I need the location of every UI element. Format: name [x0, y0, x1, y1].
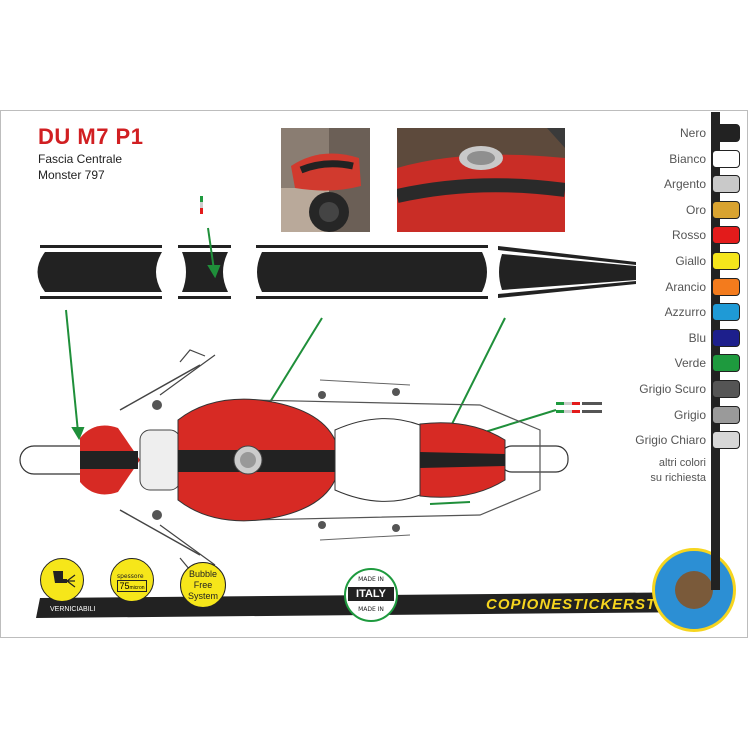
- photo-fuel-tank: [397, 128, 565, 232]
- color-swatch[interactable]: [712, 226, 740, 245]
- color-swatch[interactable]: [712, 328, 740, 347]
- palette-item[interactable]: Rosso: [672, 224, 740, 246]
- brand-logo: [652, 548, 736, 632]
- color-swatch[interactable]: [712, 431, 740, 450]
- decal-tank-center: [178, 245, 231, 299]
- palette-item[interactable]: Bianco: [669, 148, 740, 170]
- product-code: DU M7 P1: [38, 124, 144, 149]
- decal-tank-main: [256, 245, 488, 299]
- palette-item-label: Bianco: [669, 151, 706, 166]
- color-swatch[interactable]: [712, 277, 740, 296]
- palette-item-label: Nero: [679, 126, 706, 140]
- palette-item-label: Oro: [685, 202, 706, 217]
- bubble-line-2: Free: [193, 580, 213, 590]
- flag-decal-pair: [556, 402, 602, 413]
- more-colors-line-1: altri colori: [658, 457, 706, 469]
- palette-item-label: Grigio Scuro: [639, 382, 706, 396]
- color-swatch[interactable]: [712, 303, 740, 322]
- seal-bottom-text: MADE IN: [358, 606, 384, 613]
- motorcycle-top-view: [19, 349, 602, 571]
- palette-item[interactable]: Verde: [675, 352, 740, 374]
- color-swatch[interactable]: [712, 354, 740, 373]
- thickness-badge: spessore 75micron: [110, 558, 154, 602]
- palette-item[interactable]: Nero: [680, 122, 740, 144]
- product-description: Fascia Centrale: [38, 152, 123, 166]
- color-swatch[interactable]: [712, 124, 740, 142]
- more-colors-note: altri colori su richiesta: [650, 456, 706, 486]
- flag-decal-small: [200, 196, 203, 214]
- palette-item-label: Grigio: [673, 407, 706, 422]
- palette-item-label: Blu: [688, 330, 706, 345]
- color-swatch[interactable]: [712, 252, 740, 270]
- thickness-value-box: 75micron: [117, 580, 147, 592]
- palette-item[interactable]: Arancio: [665, 276, 740, 298]
- palette-item-label: Argento: [663, 177, 706, 192]
- thickness-label: spessore: [117, 573, 144, 580]
- more-colors-line-2: su richiesta: [650, 472, 706, 484]
- paintable-label: VERNICIABILI: [50, 606, 96, 613]
- palette-item[interactable]: Argento: [664, 173, 740, 195]
- decal-tail: [498, 246, 636, 298]
- palette-item[interactable]: Giallo: [675, 250, 740, 272]
- product-sheet: [0, 110, 748, 638]
- thickness-value: 75: [119, 581, 130, 591]
- palette-item[interactable]: Grigio Scuro: [639, 378, 740, 400]
- bubble-line-3: System: [187, 591, 218, 601]
- color-swatch[interactable]: [712, 149, 740, 168]
- color-swatch[interactable]: [712, 405, 740, 424]
- palette-item-label: Rosso: [671, 228, 706, 243]
- bubble-free-badge: Bubble Free System: [180, 562, 226, 608]
- decal-front-fender: [37, 245, 162, 299]
- palette-item[interactable]: Oro: [686, 199, 740, 221]
- brand-name: COPIONESTICKERSTORE: [486, 596, 692, 613]
- palette-item[interactable]: Grigio: [674, 404, 740, 426]
- palette-item[interactable]: Grigio Chiaro: [635, 429, 740, 451]
- palette-item-label: Azzurro: [664, 305, 706, 320]
- palette-item[interactable]: Blu: [689, 327, 740, 349]
- seal-main-text: ITALY: [348, 587, 394, 601]
- palette-rail: [711, 112, 720, 590]
- mascot-icon: [675, 571, 713, 609]
- color-swatch[interactable]: [712, 380, 740, 398]
- seal-top-text: MADE IN: [358, 576, 384, 583]
- paintable-badge: [40, 558, 84, 602]
- product-model: Monster 797: [38, 168, 105, 182]
- photo-front-fender: [281, 128, 370, 232]
- palette-item-label: Verde: [674, 356, 706, 371]
- color-swatch[interactable]: [712, 175, 740, 194]
- palette-item[interactable]: Azzurro: [665, 301, 740, 323]
- palette-item-label: Grigio Chiaro: [635, 433, 706, 448]
- made-in-italy-seal: MADE IN ITALY MADE IN: [344, 568, 398, 622]
- color-swatch[interactable]: [712, 200, 740, 219]
- thickness-unit: micron: [129, 585, 145, 591]
- palette-item-label: Giallo: [675, 254, 706, 268]
- bubble-line-1: Bubble: [188, 569, 218, 579]
- palette-item-label: Arancio: [665, 279, 706, 294]
